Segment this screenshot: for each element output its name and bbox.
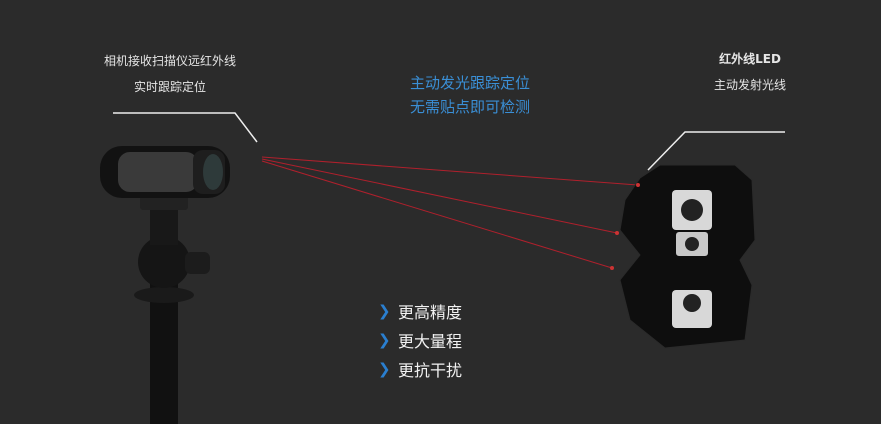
led-callout-line [647, 131, 785, 171]
led-caption-line1: 红外线LED [719, 52, 781, 66]
center-caption-line1: 主动发光跟踪定位 [409, 74, 530, 92]
feature-label: 更高精度 [398, 302, 463, 322]
center-caption: 主动发光跟踪定位 无需贴点即可检测 [380, 71, 560, 119]
chevron-right-icon: ❯ [378, 330, 391, 349]
feature-label: 更抗干扰 [398, 360, 463, 380]
camera-caption: 相机接收扫描仪远红外线 实时跟踪定位 [70, 48, 270, 100]
feature-item: ❯ 更抗干扰 [378, 354, 462, 383]
infrared-beams [261, 156, 639, 269]
scanner-device [610, 164, 756, 349]
chevron-right-icon: ❯ [378, 301, 391, 320]
feature-label: 更大量程 [398, 331, 463, 351]
camera-caption-line2: 实时跟踪定位 [133, 80, 206, 94]
center-caption-line2: 无需贴点即可检测 [409, 98, 530, 116]
led-caption-line2: 主动发射光线 [713, 78, 786, 92]
camera-caption-line1: 相机接收扫描仪远红外线 [103, 54, 236, 68]
feature-list: ❯ 更高精度 ❯ 更大量程 ❯ 更抗干扰 [378, 296, 462, 383]
led-caption: 红外线LED 主动发射光线 [690, 46, 810, 98]
feature-item: ❯ 更大量程 [378, 325, 462, 354]
chevron-right-icon: ❯ [378, 359, 391, 378]
tracking-camera [100, 146, 230, 424]
camera-callout-line [113, 112, 258, 143]
feature-item: ❯ 更高精度 [378, 296, 462, 325]
